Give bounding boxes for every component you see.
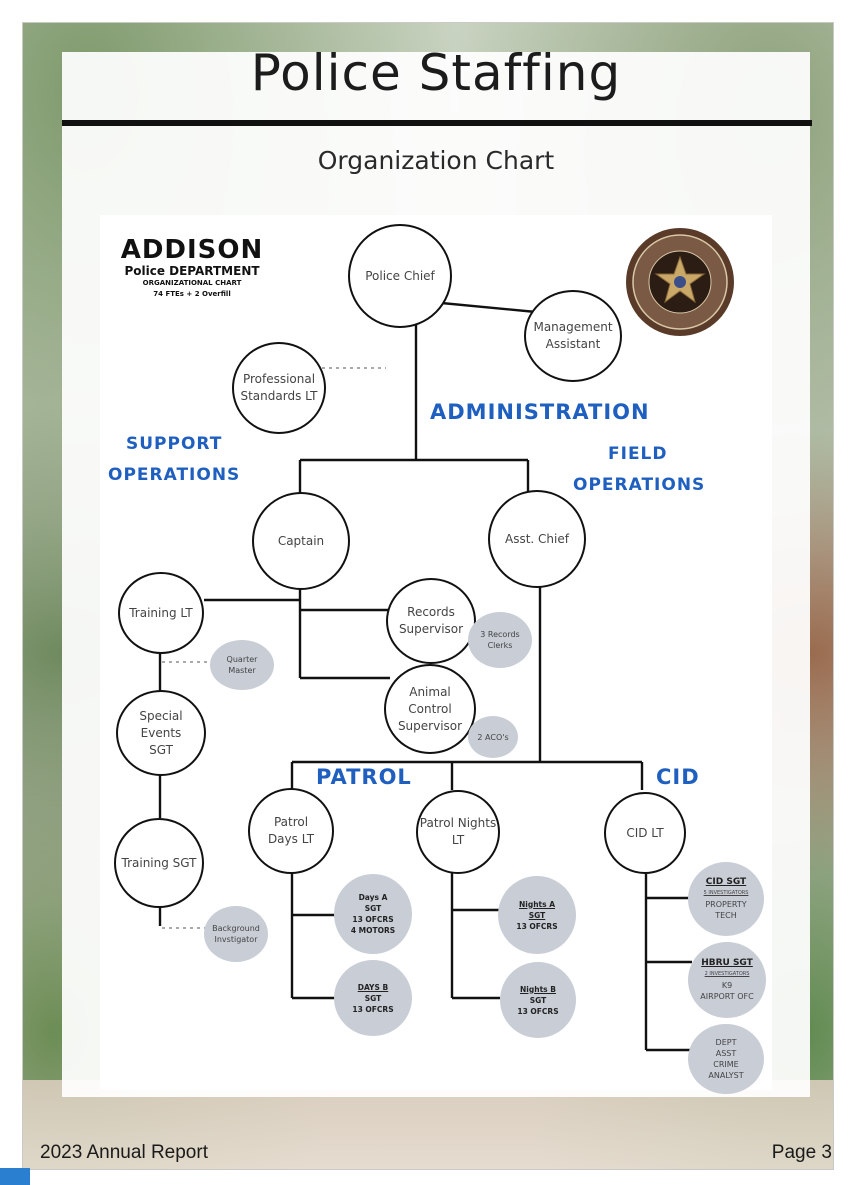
node-label: Patrol	[273, 815, 309, 829]
bubble-days-a: Days A SGT 13 OFCRS 4 MOTORS	[334, 874, 412, 954]
bubble-line: ASST	[715, 1049, 737, 1058]
bubble-acos: 2 ACO's	[468, 716, 518, 758]
node-label: LT	[451, 833, 465, 847]
footer-page-number: Page 3	[771, 1142, 832, 1163]
node-professional-standards: Professional Standards LT	[232, 342, 326, 434]
node-animal-control-supervisor: Animal Control Supervisor	[384, 664, 476, 754]
node-captain: Captain	[252, 492, 350, 590]
node-label: Supervisor	[398, 622, 464, 636]
bubble-line: CRIME	[713, 1060, 739, 1069]
section-support-line1: SUPPORT	[126, 434, 223, 454]
bubble-line: 4 MOTORS	[350, 926, 396, 935]
bubble-line: Background	[212, 924, 260, 933]
bubble-line: DEPT	[715, 1038, 737, 1047]
section-patrol: PATROL	[316, 765, 412, 789]
bubble-line: Clerks	[487, 641, 513, 650]
title-divider	[62, 120, 812, 126]
bubble-line: 13 OFCRS	[352, 915, 394, 924]
page-frame	[22, 22, 834, 1170]
bubble-dept-asst: DEPT ASST CRIME ANALYST	[688, 1024, 764, 1094]
node-label: Management	[533, 320, 613, 334]
bubble-cid-sgt: CID SGT 5 INVESTIGATORS PROPERTY TECH	[688, 862, 764, 936]
bubble-nights-b: Nights B SGT 13 OFCRS	[500, 962, 576, 1038]
node-label: Days LT	[267, 832, 315, 846]
bubble-line: Invstigator	[214, 935, 258, 944]
bubble-line: DAYS B	[357, 982, 389, 992]
bubble-line: 13 OFCRS	[516, 921, 558, 931]
bubble-line: PROPERTY	[705, 900, 747, 909]
node-label: Supervisor	[397, 718, 463, 733]
node-label: Animal Control	[408, 684, 452, 716]
brand-fte-count: 74 FTEs + 2 Overfill	[153, 290, 231, 298]
bubble-line: SGT	[529, 995, 547, 1005]
node-cid-lt: CID LT	[604, 792, 686, 874]
bubble-line: 2 ACO's	[477, 732, 509, 742]
node-training-lt: Training LT	[118, 572, 204, 654]
section-field-line2: OPERATIONS	[573, 475, 706, 495]
node-records-supervisor: Records Supervisor	[386, 578, 476, 664]
node-management-assistant: Management Assistant	[524, 290, 622, 382]
bubble-line: Days A	[358, 893, 388, 902]
bubble-sub: 2 INVESTIGATORS	[704, 971, 750, 977]
section-cid: CID	[656, 765, 700, 789]
addison-logo: ADDISON Police DEPARTMENT ORGANIZATIONAL…	[112, 236, 272, 300]
footer-accent-bar	[0, 1168, 30, 1185]
bubble-line: 13 OFCRS	[517, 1006, 559, 1016]
node-asst-chief: Asst. Chief	[488, 490, 586, 588]
node-label: Patrol Nights	[419, 816, 497, 830]
bubble-line: ANALYST	[708, 1071, 744, 1080]
brand-chart-label: ORGANIZATIONAL CHART	[142, 279, 242, 287]
bubble-nights-a: Nights A SGT 13 OFCRS	[498, 876, 576, 954]
section-administration: ADMINISTRATION	[430, 400, 650, 424]
node-label: Records	[407, 605, 455, 619]
node-training-sgt: Training SGT	[114, 818, 204, 908]
bubble-line: SGT	[364, 993, 382, 1003]
node-label: Professional	[242, 372, 316, 386]
node-label: Standards LT	[240, 389, 318, 403]
bubble-quarter-master: Quarter Master	[210, 640, 274, 690]
bubble-line: Nights B	[520, 984, 556, 994]
bubble-days-b: DAYS B SGT 13 OFCRS	[334, 960, 412, 1036]
bubble-line: K9	[721, 981, 733, 990]
police-seal-icon	[626, 228, 734, 336]
footer-report-name: 2023 Annual Report	[40, 1142, 208, 1163]
bubble-line: SGT	[528, 910, 546, 920]
section-field-line1: FIELD	[608, 444, 668, 464]
bubble-title: HBRU SGT	[701, 958, 753, 968]
node-label: Special Events	[139, 708, 183, 740]
brand-department: Police DEPARTMENT	[124, 264, 260, 278]
section-support-line2: OPERATIONS	[108, 465, 241, 485]
bubble-line: 3 Records	[480, 630, 520, 639]
brand-name: ADDISON	[120, 235, 264, 265]
bubble-line: 13 OFCRS	[352, 1004, 394, 1014]
bubble-line: Nights A	[518, 899, 556, 909]
node-patrol-nights-lt: Patrol Nights LT	[416, 790, 500, 874]
bubble-line: SGT	[364, 904, 382, 913]
bubble-line: AIRPORT OFC	[700, 992, 754, 1001]
node-police-chief: Police Chief	[348, 224, 452, 328]
page-subtitle: Organization Chart	[317, 146, 555, 175]
bubble-sub: 5 INVESTIGATORS	[703, 890, 749, 896]
bubble-line: Master	[228, 666, 256, 675]
page-title: Police Staffing	[250, 44, 622, 102]
bubble-line: Quarter	[226, 655, 258, 664]
bubble-title: CID SGT	[705, 877, 747, 887]
bubble-line: TECH	[715, 911, 737, 920]
bubble-hbru-sgt: HBRU SGT 2 INVESTIGATORS K9 AIRPORT OFC	[688, 942, 766, 1018]
node-special-events-sgt: Special Events SGT	[116, 690, 206, 776]
node-label: Assistant	[545, 337, 601, 351]
node-patrol-days-lt: Patrol Days LT	[248, 788, 334, 874]
bubble-background-investigator: Background Invstigator	[204, 906, 268, 962]
bubble-records-clerks: 3 Records Clerks	[468, 612, 532, 668]
node-label: SGT	[149, 742, 173, 757]
